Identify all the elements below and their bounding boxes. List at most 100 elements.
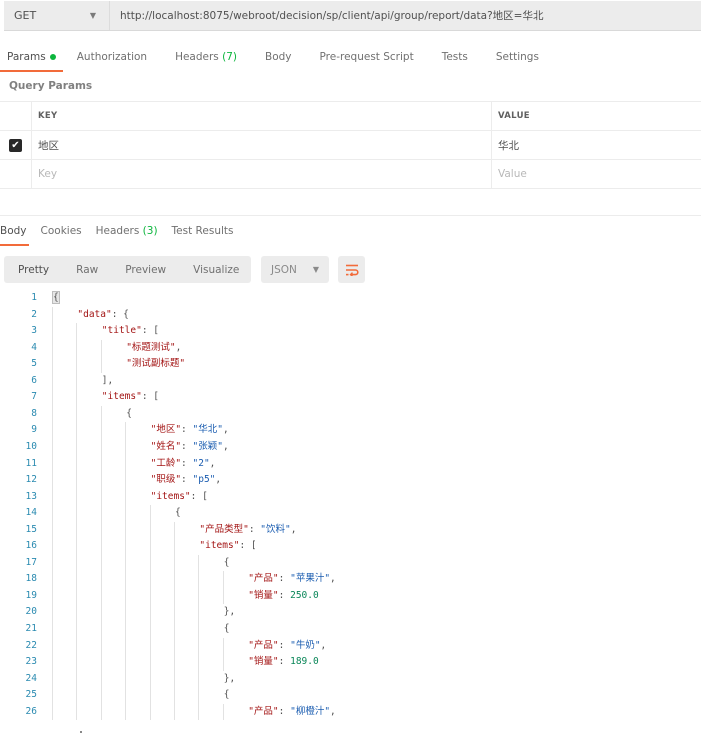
code-line: 17{ [0, 555, 701, 572]
line-number: 26 [25, 705, 37, 717]
code-line: 3 "title": [ [0, 323, 701, 340]
code-text: "销量": 250.0 [248, 589, 319, 601]
line-number: 5 [31, 358, 37, 370]
code-text: "产品": "苹果汁", [248, 573, 336, 585]
tab-settings[interactable]: Settings [495, 51, 539, 63]
param-enabled-checkbox[interactable]: ✔ [9, 138, 22, 152]
line-number: 6 [31, 374, 37, 386]
code-text: "items": [ [199, 540, 257, 552]
tab-params[interactable]: Params [0, 44, 63, 72]
code-text: "产品": "柳橙汁", [248, 705, 336, 717]
response-tabs: Body Cookies Headers (3) Test Results [0, 218, 247, 246]
code-text: "产品": "牛奶", [248, 639, 327, 651]
new-value-input[interactable]: Value [498, 168, 527, 180]
code-line: 22 "产品": "牛奶", [0, 638, 701, 655]
preview-button[interactable]: Preview [125, 263, 167, 276]
column-header-key: KEY [32, 102, 492, 130]
indent-guide [222, 637, 224, 671]
line-number: 10 [25, 440, 37, 452]
query-params-label: Query Params [9, 80, 93, 92]
request-url-bar: GET ▼ http://localhost:8075/webroot/deci… [4, 1, 701, 31]
tab-tests[interactable]: Tests [441, 51, 468, 63]
raw-button[interactable]: Raw [76, 263, 99, 276]
visualize-button[interactable]: Visualize [193, 263, 240, 276]
code-text: { [223, 623, 230, 634]
code-text: { [52, 291, 60, 304]
line-number: 19 [25, 589, 37, 601]
code-text: "地区": "华北", [150, 424, 229, 436]
line-number: 13 [25, 490, 37, 502]
line-number: 14 [25, 507, 37, 519]
column-header-value: VALUE [498, 111, 530, 121]
new-key-input[interactable]: Key [32, 160, 492, 188]
code-text: ], [101, 374, 114, 386]
code-text: "标题测试", [126, 341, 182, 353]
line-number: 9 [31, 424, 37, 436]
code-text: "items": [ [101, 391, 160, 403]
code-text: { [126, 407, 132, 419]
indent-guide [52, 306, 53, 721]
line-number: 25 [25, 689, 37, 701]
code-line: 19 "销量": 250.0 [0, 588, 701, 605]
code-text: { [223, 556, 230, 568]
code-line: 2"data": { [0, 307, 701, 324]
code-line: 18 "产品": "苹果汁", [0, 571, 701, 588]
indent-guide [125, 422, 127, 721]
response-headers-count: (3) [142, 225, 158, 237]
line-number: 22 [25, 639, 37, 651]
code-line: 26 "产品": "柳橙汁", [0, 704, 701, 721]
line-number: 24 [25, 672, 37, 684]
tab-response-headers[interactable]: Headers (3) [95, 225, 158, 237]
wrap-lines-button[interactable] [338, 256, 365, 283]
response-body-viewer[interactable]: 1{2"data": {3 "title": [ 4 "标题测试", 5"测试副标题"6… [0, 290, 701, 730]
code-line: 20}, [0, 604, 701, 621]
code-line: 9 "地区": "华北", [0, 422, 701, 439]
url-input[interactable]: http://localhost:8075/webroot/decision/s… [120, 10, 544, 22]
method-select[interactable]: GET ▼ [4, 1, 110, 30]
query-params-table: KEY VALUE ✔ 地区 华北 Key Value [0, 101, 701, 189]
line-number: 15 [25, 523, 37, 535]
checkmark-icon: ✔ [11, 139, 20, 151]
tab-cookies[interactable]: Cookies [40, 225, 82, 237]
param-key-input[interactable]: 地区 [32, 131, 492, 159]
tab-authorization[interactable]: Authorization [76, 51, 148, 63]
indent-guide [149, 505, 151, 721]
code-text: "title": [ [101, 325, 160, 337]
param-value-input[interactable]: 华北 [498, 139, 519, 152]
code-line: 13 "items": [ [0, 489, 701, 506]
line-number: 16 [25, 540, 37, 552]
table-header-row: KEY VALUE [0, 102, 701, 131]
tab-test-results[interactable]: Test Results [171, 225, 234, 237]
tab-pre-request-script[interactable]: Pre-request Script [319, 51, 414, 63]
line-number: 11 [25, 457, 37, 469]
line-number: 4 [31, 341, 37, 353]
pretty-button[interactable]: Pretty [18, 263, 50, 276]
line-number: 20 [25, 606, 37, 618]
code-line: 5"测试副标题" [0, 356, 701, 373]
indent-guide [76, 323, 78, 721]
indent-guide [198, 554, 200, 721]
code-text: "data": { [77, 308, 129, 320]
indent-guide [100, 405, 102, 721]
method-label: GET [14, 9, 37, 22]
line-number: 3 [31, 325, 37, 337]
indent-guide [222, 571, 224, 605]
tab-body[interactable]: Body [265, 51, 292, 63]
tab-headers[interactable]: Headers (7) [175, 51, 237, 63]
code-line: 23"销量": 189.0 [0, 654, 701, 671]
line-number: 12 [25, 474, 37, 486]
code-line: 16 "items": [ [0, 538, 701, 555]
indent-guide [174, 521, 175, 721]
code-line: 4 "标题测试", [0, 340, 701, 357]
tab-response-body[interactable]: Body [0, 218, 29, 246]
code-text: "销量": 189.0 [248, 656, 319, 668]
code-text: }, [223, 672, 236, 684]
code-text: "items": [ [150, 490, 208, 502]
format-select[interactable]: JSON ▼ [261, 256, 329, 283]
line-number: 18 [25, 573, 37, 585]
code-line: 24}, [0, 671, 701, 688]
code-text: }, [223, 606, 236, 618]
code-text: { [223, 689, 230, 701]
request-tabs: Params Authorization Headers (7) Body Pr… [0, 44, 567, 72]
code-line: 1{ [0, 290, 701, 307]
